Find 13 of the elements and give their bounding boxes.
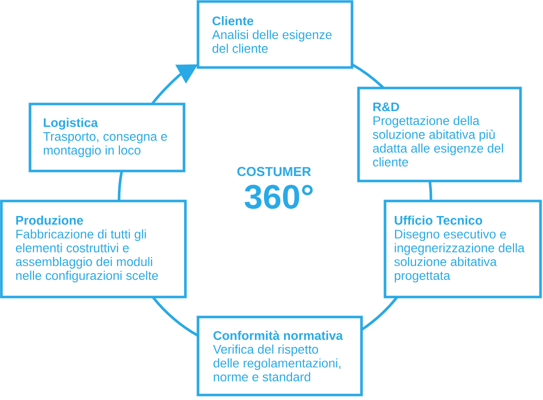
connector-line xyxy=(360,296,398,331)
connector-line xyxy=(428,180,432,201)
stage-box: Cliente Analisi delle esigenze del cliente xyxy=(196,0,354,69)
connector-line xyxy=(152,296,199,337)
stage-box: Ufficio Tecnico Disegno esecutivo e ingegnerizzazione della soluzione abitativa progettata xyxy=(384,200,542,298)
stage-box: Conformità normativa Verifica del rispetto delle regolamentazioni, norme e standard xyxy=(196,316,363,396)
stage-box: Produzione Fabbricazione di tutti gli elementi costruttivi e assemblaggio dei moduli nelle configurazioni scelte xyxy=(0,200,187,298)
connector-line xyxy=(351,63,384,89)
center-title: COSTUMER xyxy=(237,166,311,176)
stage-box: R&D Progettazione della soluzione abitativa più adatta alle esigenze del cliente xyxy=(357,86,522,182)
connector-line xyxy=(118,170,123,201)
stage-box: Logistica Trasporto, consegna e montaggio in loco xyxy=(28,102,186,172)
center-number: 360° xyxy=(244,184,313,209)
